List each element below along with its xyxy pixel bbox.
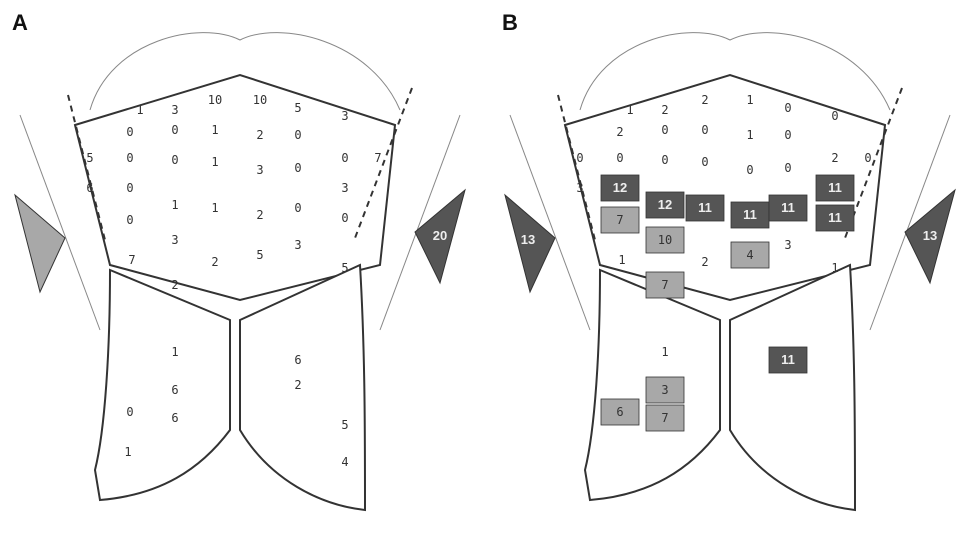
cell-value: 12 <box>613 180 627 195</box>
cell-value: 0 <box>616 151 623 165</box>
cell-value: 2 <box>294 378 301 392</box>
cell-value: 11 <box>828 210 842 225</box>
cell-value: 2 <box>701 255 708 269</box>
cell-value: 3 <box>294 238 301 252</box>
cell-value: 3 <box>576 181 583 195</box>
cell-value: 0 <box>701 155 708 169</box>
cell-value: 2 <box>616 125 623 139</box>
right-arm-value: 20 <box>433 228 447 243</box>
cell-value: 1 <box>746 93 753 107</box>
cell-value: 0 <box>576 151 583 165</box>
cell-value: 7 <box>374 151 381 165</box>
cell-value: 5 <box>341 261 348 275</box>
cell-value: 12 <box>658 197 672 212</box>
cell-value: 5 <box>256 248 263 262</box>
cell-value: 0 <box>294 201 301 215</box>
cell-value: 1 <box>618 253 625 267</box>
cell-value: 2 <box>831 151 838 165</box>
cell-value: 1 <box>171 198 178 212</box>
cell-value: 6 <box>171 383 178 397</box>
cell-value: 3 <box>171 233 178 247</box>
cell-value: 0 <box>864 151 871 165</box>
cell-value: 10 <box>253 93 267 107</box>
cell-value: 0 <box>701 123 708 137</box>
right-arm-value: 13 <box>923 228 937 243</box>
cell-value: 0 <box>746 163 753 177</box>
cell-value: 1 <box>831 261 838 275</box>
cell-value: 6 <box>616 405 623 419</box>
panel-label: A <box>12 10 28 35</box>
cell-value: 2 <box>211 255 218 269</box>
cell-value: 1 <box>211 155 218 169</box>
cell-value: 3 <box>341 109 348 123</box>
cell-value: 4 <box>746 248 753 262</box>
cell-value: 0 <box>294 161 301 175</box>
cell-value: 0 <box>784 128 791 142</box>
cell-value: 5 <box>86 151 93 165</box>
cell-value: 11 <box>743 207 757 222</box>
cell-value: 0 <box>831 109 838 123</box>
cell-value: 6 <box>171 411 178 425</box>
cell-value: 0 <box>126 125 133 139</box>
cell-value: 7 <box>661 411 668 425</box>
cell-value: 7 <box>616 213 623 227</box>
cell-value: 0 <box>341 151 348 165</box>
cell-value: 0 <box>661 123 668 137</box>
cell-value: 0 <box>661 153 668 167</box>
cell-value: 0 <box>294 128 301 142</box>
cell-value: 7 <box>128 253 135 267</box>
cell-value: 0 <box>126 405 133 419</box>
cell-value: 2 <box>256 128 263 142</box>
cell-value: 3 <box>661 383 668 397</box>
cell-value: 2 <box>171 278 178 292</box>
cell-value: 2 <box>256 208 263 222</box>
cell-value: 2 <box>661 103 668 117</box>
cell-value: 1 <box>661 345 668 359</box>
cell-value: 0 <box>126 151 133 165</box>
cell-value: 0 <box>784 161 791 175</box>
panel-label: B <box>502 10 518 35</box>
cell-value: 1 <box>746 128 753 142</box>
cell-value: 5 <box>294 101 301 115</box>
cell-value: 0 <box>784 101 791 115</box>
cell-value: 11 <box>698 200 712 215</box>
cell-value: 1 <box>124 445 131 459</box>
cell-value: 3 <box>784 238 791 252</box>
cell-value: 1 <box>626 103 633 117</box>
cell-value: 5 <box>341 418 348 432</box>
cell-value: 10 <box>208 93 222 107</box>
cell-value: 11 <box>828 180 842 195</box>
cell-value: 0 <box>171 123 178 137</box>
cell-value: 0 <box>126 181 133 195</box>
right-leg-zone <box>730 265 855 510</box>
cell-value: 3 <box>341 181 348 195</box>
cell-value: 1 <box>136 103 143 117</box>
cell-value: 0 <box>171 153 178 167</box>
cell-value: 11 <box>781 200 795 215</box>
cell-value: 10 <box>658 233 672 247</box>
left-arm-zone <box>15 195 65 292</box>
cell-value: 1 <box>171 345 178 359</box>
cell-value: 6 <box>86 181 93 195</box>
cell-value: 4 <box>341 455 348 469</box>
cell-value: 2 <box>701 93 708 107</box>
cell-value: 3 <box>171 103 178 117</box>
cell-value: 0 <box>126 213 133 227</box>
cell-value: 1 <box>211 123 218 137</box>
cell-value: 1 <box>211 201 218 215</box>
left-arm-value: 13 <box>521 232 535 247</box>
cell-value: 6 <box>294 353 301 367</box>
cell-value: 3 <box>256 163 263 177</box>
cell-value: 11 <box>781 352 795 367</box>
cell-value: 7 <box>661 278 668 292</box>
cell-value: 0 <box>341 211 348 225</box>
